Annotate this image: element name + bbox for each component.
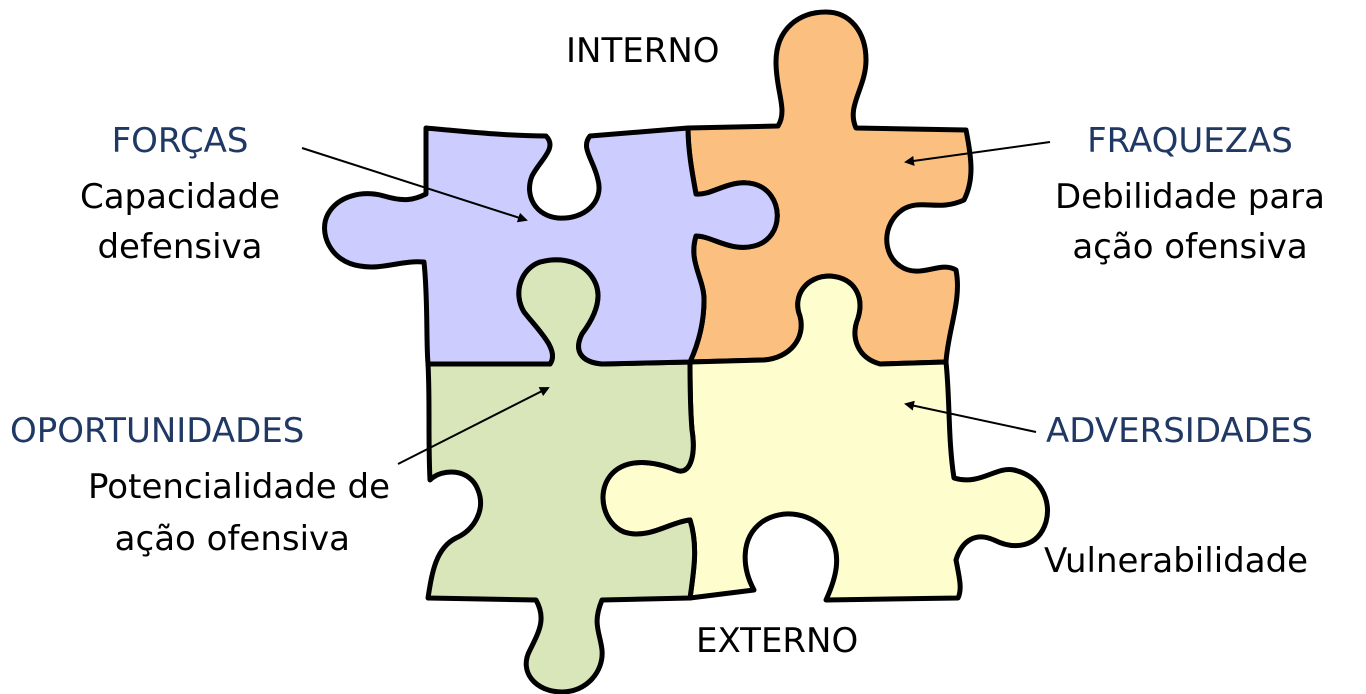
arrow-forcas <box>301 147 528 223</box>
forcas-desc-line1: Capacidade <box>79 177 281 217</box>
label-interno: INTERNO <box>566 31 720 71</box>
arrow-fraquezas <box>904 141 1051 166</box>
adversidades-title: ADVERSIDADES <box>1046 411 1313 451</box>
fraquezas-desc-line2: ação ofensiva <box>1072 227 1308 267</box>
adversidades-desc-line1: Vulnerabilidade <box>1044 541 1309 581</box>
label-externo: EXTERNO <box>696 621 859 661</box>
oportunidades-desc-line1: Potencialidade de <box>88 467 390 507</box>
fraquezas-desc-line1: Debilidade para <box>1055 177 1325 217</box>
oportunidades-desc-line2: ação ofensiva <box>114 519 350 559</box>
forcas-desc-line2: defensiva <box>97 227 263 267</box>
arrow-adversidades <box>904 400 1037 433</box>
puzzle-piece-forcas <box>322 125 780 367</box>
fraquezas-title: FRAQUEZAS <box>1087 121 1293 161</box>
forcas-title: FORÇAS <box>111 121 249 161</box>
arrow-oportunidades <box>397 387 550 465</box>
oportunidades-title: OPORTUNIDADES <box>10 411 305 451</box>
